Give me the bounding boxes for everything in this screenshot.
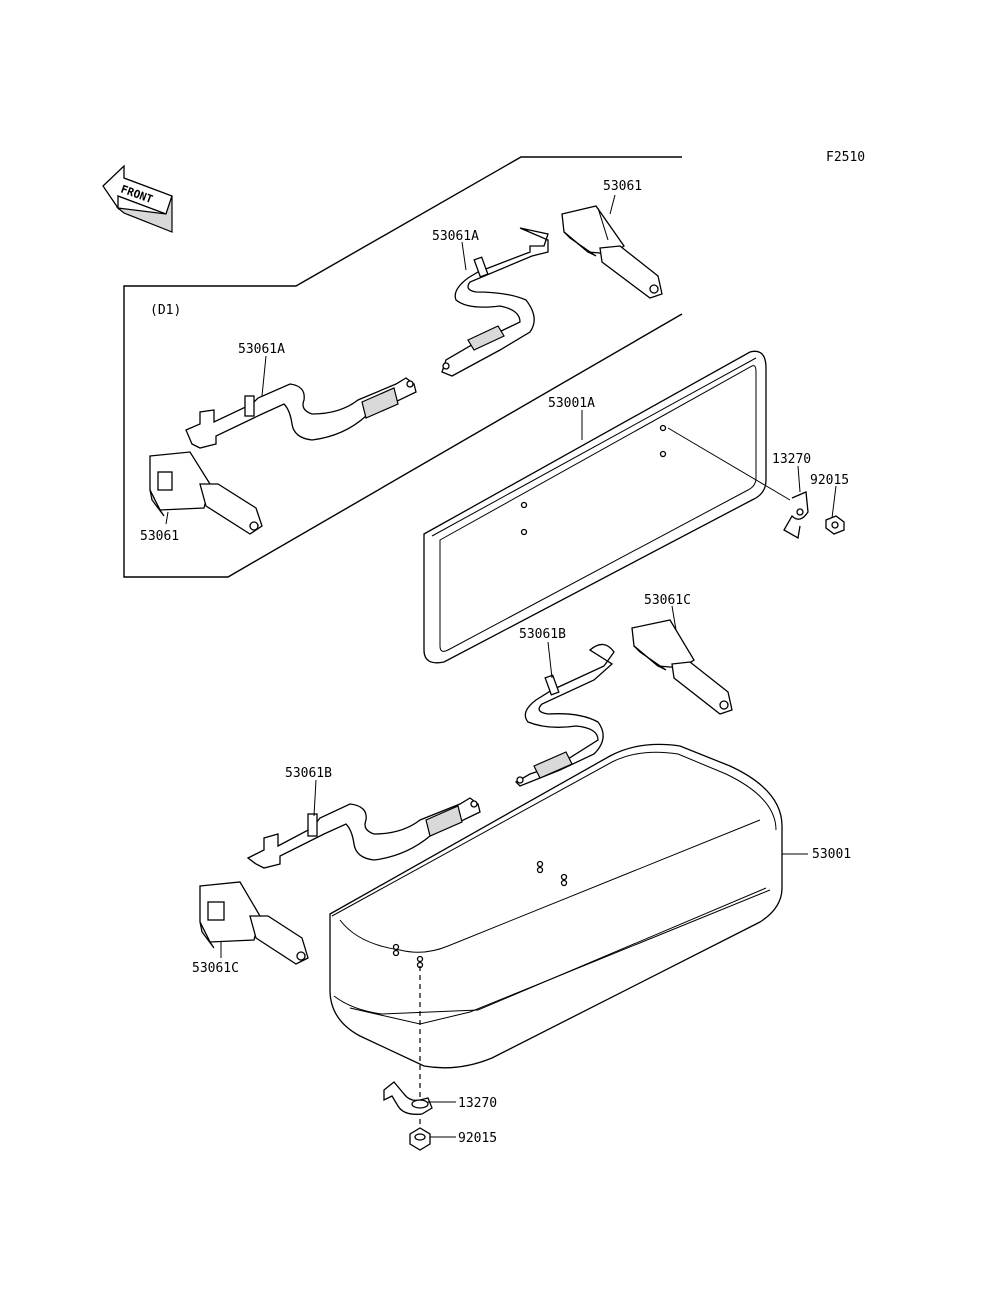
callout-53061c-left: 53061C <box>192 961 239 976</box>
seat-belt-buckle-53061c-right <box>631 619 733 715</box>
front-arrow-icon: FRONT <box>102 164 173 233</box>
seat-belt-buckle-53061c-left <box>199 881 309 965</box>
seat-belt-strap-53061a-d1 <box>185 377 417 449</box>
backrest-cushion-53001a <box>423 350 767 664</box>
callout-53061-top: 53061 <box>603 179 642 194</box>
callout-53061c-right: 53061C <box>644 593 691 608</box>
seat-belt-buckle-53061-top <box>561 205 663 299</box>
seat-belt-strap-53061b-left <box>246 797 481 869</box>
group-label: (D1) <box>150 303 181 318</box>
callout-13270-top: 13270 <box>772 452 811 467</box>
callout-53061b-left: 53061B <box>285 766 332 781</box>
callout-92015-bottom: 92015 <box>458 1131 497 1146</box>
callout-53001: 53001 <box>812 847 851 862</box>
callout-53061a-top: 53061A <box>432 229 479 244</box>
callout-53061b-right: 53061B <box>519 627 566 642</box>
seat-belt-buckle-53061-d1 <box>149 451 263 535</box>
clamp-13270-bottom <box>383 1081 433 1115</box>
callout-13270-bottom: 13270 <box>458 1096 497 1111</box>
callout-92015-top: 92015 <box>810 473 849 488</box>
group-d1-outline <box>123 156 683 578</box>
seat-cushion-53001 <box>329 743 783 1069</box>
seat-belt-strap-53061b-right <box>514 643 615 787</box>
callout-53001a: 53001A <box>548 396 595 411</box>
figure-code: F2510 <box>826 150 865 165</box>
seat-belt-strap-53061a-top <box>441 227 549 377</box>
callout-53061a-d1: 53061A <box>238 342 285 357</box>
callout-53061-d1: 53061 <box>140 529 179 544</box>
nut-92015-top <box>825 515 845 535</box>
nut-92015-bottom <box>409 1127 431 1151</box>
clamp-13270-top <box>783 491 809 540</box>
